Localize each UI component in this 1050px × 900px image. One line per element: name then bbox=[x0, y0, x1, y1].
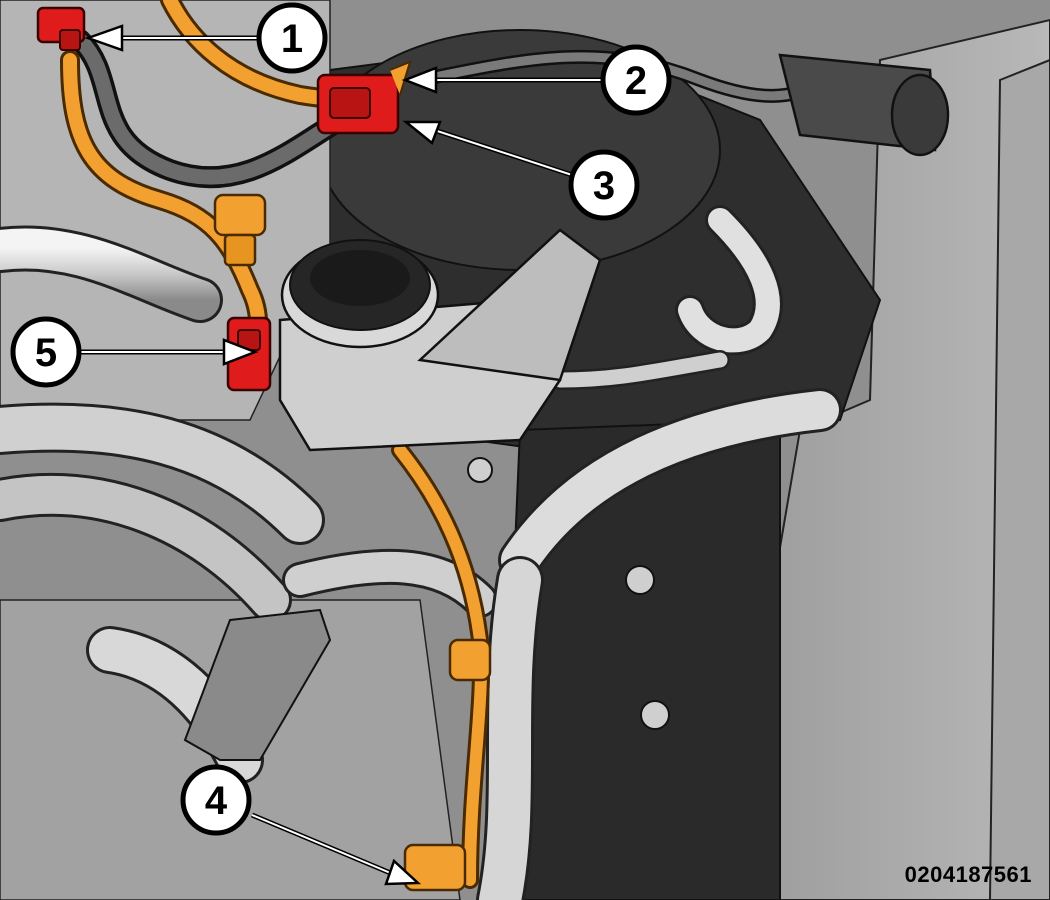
callout-5-label: 5 bbox=[35, 331, 57, 375]
callout-2-label: 2 bbox=[625, 59, 647, 103]
brake-fluid-reservoir bbox=[278, 228, 602, 452]
callout-3: 3 bbox=[568, 149, 640, 221]
bracket bbox=[183, 608, 332, 761]
leader-lines-inner bbox=[78, 37, 602, 878]
figure-number: 0204187561 bbox=[904, 862, 1032, 887]
callout-4-label: 4 bbox=[205, 779, 228, 823]
gray-tubes bbox=[0, 205, 842, 900]
callout-1-label: 1 bbox=[281, 17, 303, 61]
callout-4: 4 bbox=[180, 764, 252, 836]
callout-3-label: 3 bbox=[593, 164, 615, 208]
callout-5: 5 bbox=[10, 316, 82, 388]
bolt bbox=[625, 565, 655, 595]
bolt bbox=[640, 700, 670, 730]
right-body-panel bbox=[718, 18, 1050, 900]
right-panel-edge bbox=[988, 58, 1050, 900]
arrowheads bbox=[84, 24, 442, 886]
callout-1: 1 bbox=[256, 2, 328, 74]
bolt bbox=[467, 457, 493, 483]
orange-fitting-upper bbox=[213, 193, 267, 267]
red-connector-2-3 bbox=[316, 60, 412, 135]
lower-dark-housing bbox=[498, 418, 781, 900]
red-connector-1 bbox=[36, 6, 86, 51]
callout-2: 2 bbox=[600, 44, 672, 116]
sensor-connector-end bbox=[890, 73, 950, 157]
orange-fitting-lower bbox=[403, 638, 492, 892]
